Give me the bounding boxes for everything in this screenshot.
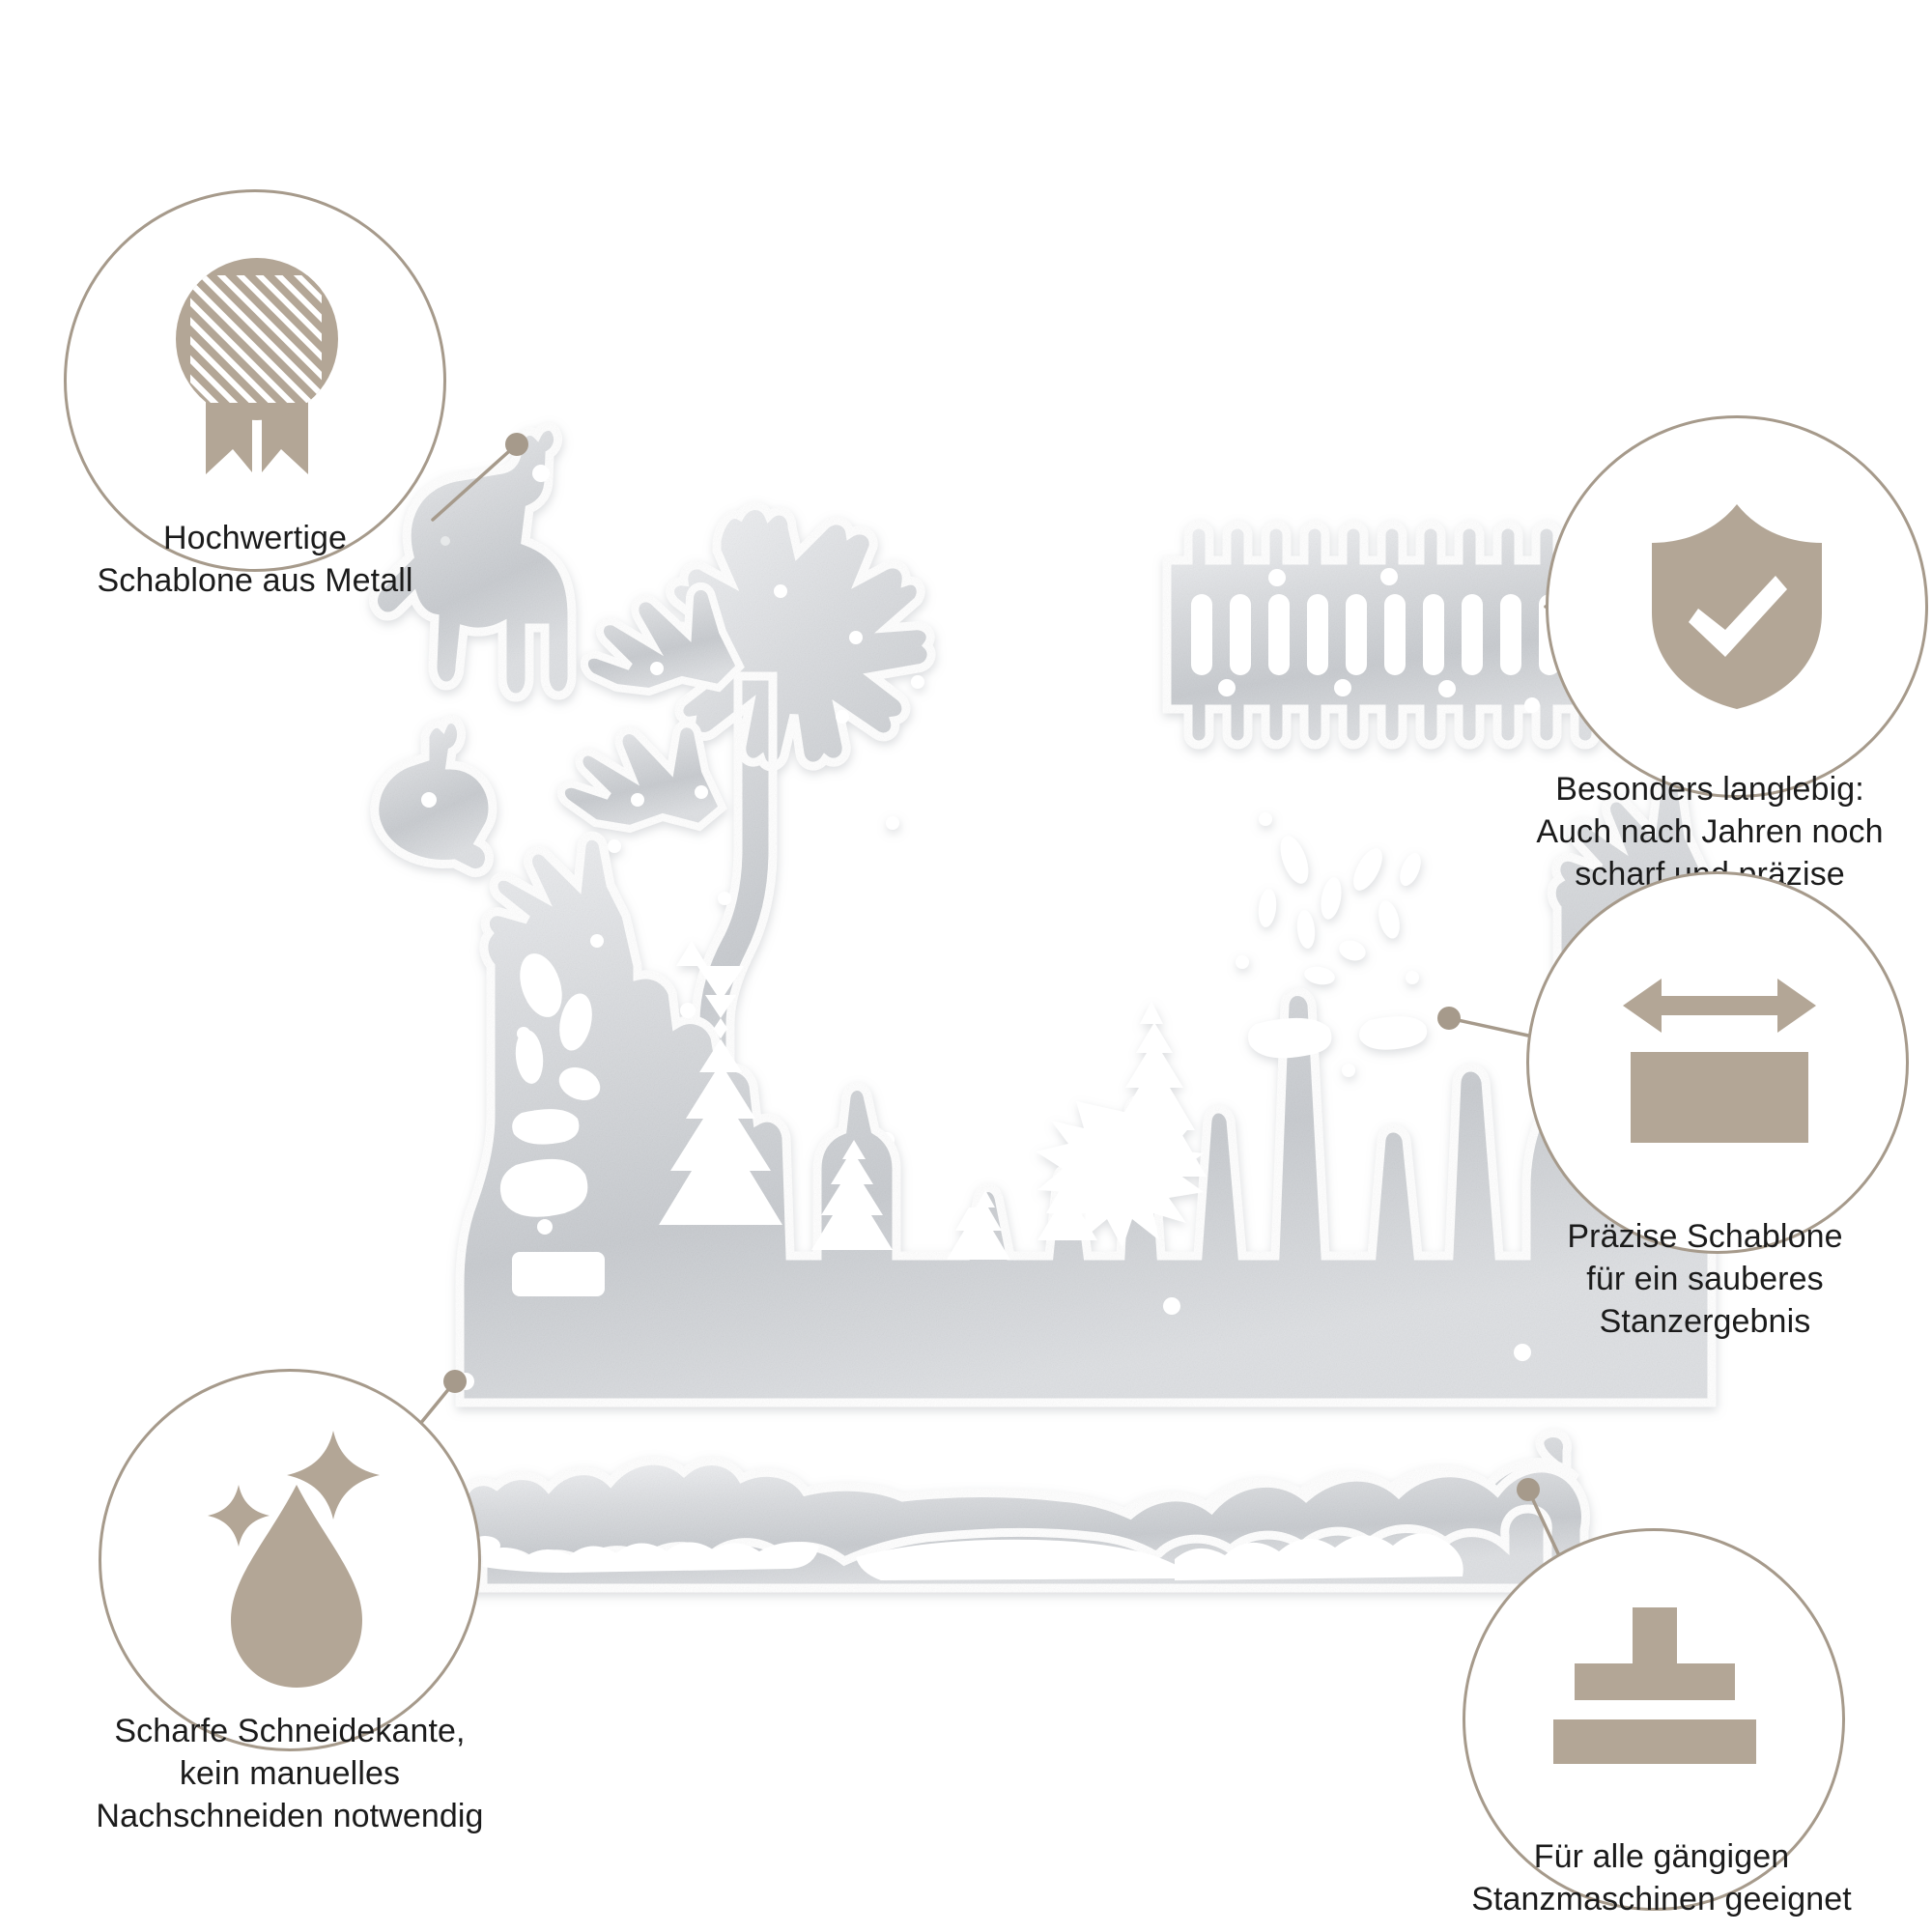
connector-precision	[1447, 1016, 1530, 1037]
connector-dot-precision	[1437, 1007, 1461, 1030]
feature-caption-compatibility: Für alle gängigen Stanzmaschinen geeigne…	[1471, 1838, 1852, 1918]
width-arrow-rectangle-icon	[1615, 956, 1824, 1169]
die-piece-deer	[369, 422, 577, 702]
droplet-sparkle-icon	[176, 1420, 417, 1700]
die-piece-forest-landscape	[455, 768, 1717, 1407]
die-piece-bare-tree-branches	[556, 582, 745, 834]
die-piece-fence	[1162, 520, 1661, 750]
shield-check-icon	[1633, 493, 1841, 721]
connector-dot-sharpness	[443, 1370, 467, 1393]
connector-quality	[431, 442, 519, 522]
feature-caption-quality: Hochwertige Schablone aus Metall	[97, 520, 413, 600]
feature-caption-sharpness: Scharfe Schneidekante, kein manuelles Na…	[96, 1713, 484, 1835]
feature-caption-precision: Präzise Schablone für ein sauberes Stanz…	[1567, 1218, 1843, 1341]
connector-dot-quality	[505, 433, 528, 456]
die-piece-rabbit	[370, 715, 497, 878]
connector-dot-compatibility	[1517, 1478, 1540, 1501]
die-piece-ground-strip	[457, 1429, 1590, 1593]
feature-bubble-compatibility	[1463, 1528, 1845, 1911]
feature-bubble-durability	[1546, 415, 1928, 798]
die-cutting-machine-icon	[1546, 1598, 1764, 1791]
medal-ribbon-icon	[122, 228, 392, 498]
